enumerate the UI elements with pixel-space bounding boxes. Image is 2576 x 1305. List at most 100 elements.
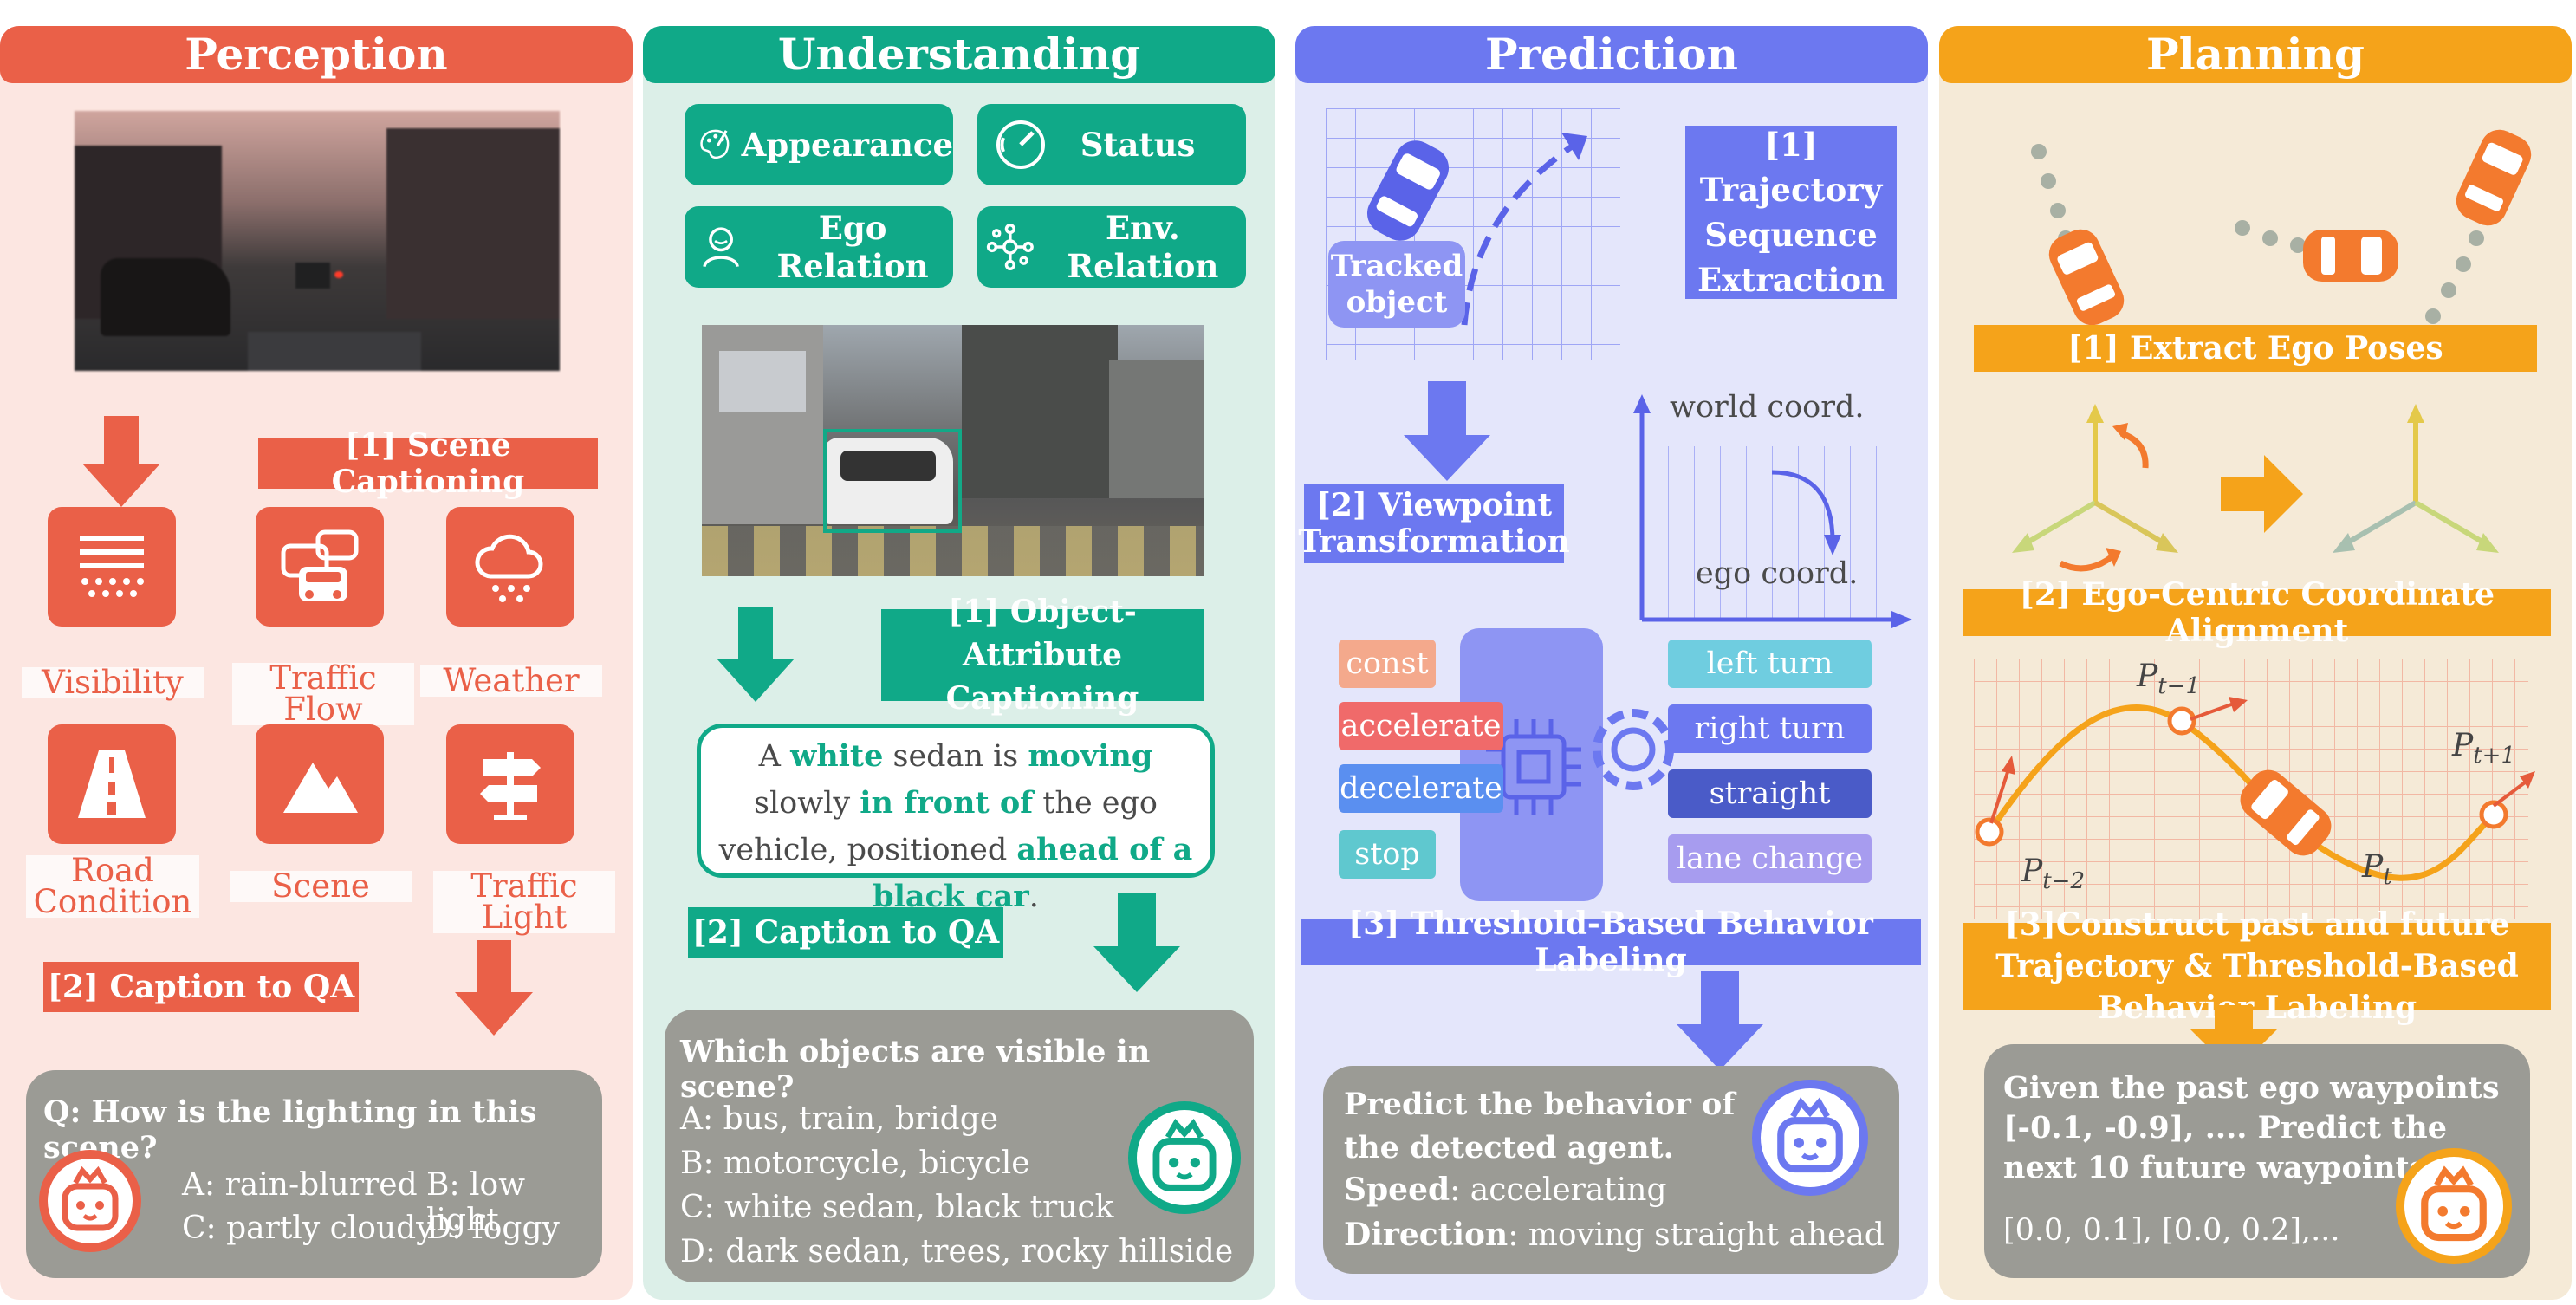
perception-arrow-1	[82, 416, 160, 507]
understanding-step1-label: [1] Object-Attribute Captioning	[881, 594, 1204, 717]
weather-icon	[475, 534, 543, 602]
planning-step2-label: [2] Ego-Centric Coordinate Alignment	[1963, 576, 2551, 649]
attribute-label-ego-relation: Ego Relation	[776, 209, 929, 285]
point-label-t-plus-1: Pt+1	[2452, 728, 2516, 769]
category-tile-scene[interactable]	[256, 724, 384, 844]
category-tile-visibility[interactable]	[48, 507, 176, 627]
category-label-scene: Scene	[230, 870, 412, 902]
understanding-step2-label: [2] Caption to QA	[688, 907, 1003, 958]
perception-title: Perception	[0, 26, 633, 83]
attribute-label-env-relation: Env. Relation	[1067, 209, 1219, 285]
prediction-qa-bubble: Predict the behavior of the detected age…	[1323, 1066, 1899, 1274]
caption-highlight-color: white	[790, 738, 884, 774]
understanding-arrow-1	[717, 607, 795, 702]
planning-question: Given the past ego waypoints [-0.1, -0.9…	[2003, 1070, 2500, 1185]
understanding-qa-bubble: Which objects are visible in scene? A: b…	[665, 1010, 1254, 1282]
traffic-flow-icon	[281, 529, 359, 601]
coordinate-grid	[1633, 394, 1912, 628]
planning-panel: Planning [1] Extract Ego Poses [2] Ego-C…	[1939, 26, 2572, 1300]
understanding-title: Understanding	[643, 26, 1275, 83]
prediction-panel: Prediction Tracked object [1] Trajectory…	[1295, 26, 1928, 1300]
point-label-t-minus-2: Pt−2	[2021, 854, 2086, 895]
understanding-arrow-2	[1093, 893, 1180, 992]
perception-option-c: C: partly cloudy	[182, 1211, 434, 1246]
understanding-option-d: D: dark sedan, trees, rocky hillside	[680, 1234, 1234, 1269]
robot-icon	[2396, 1148, 2512, 1264]
point-label-t: Pt	[2362, 849, 2392, 891]
palette-icon	[700, 129, 730, 159]
attribute-ego-relation[interactable]: Ego Relation	[685, 206, 953, 288]
world-coord-label: world coord.	[1670, 390, 1865, 425]
understanding-panel: Understanding Appearance Status Ego Rela…	[643, 26, 1275, 1300]
attribute-appearance[interactable]: Appearance	[685, 104, 953, 185]
perception-scene-photo	[75, 111, 560, 371]
perception-step2-label: [2] Caption to QA	[43, 962, 359, 1012]
gear-icon	[1593, 709, 1674, 790]
network-icon	[986, 224, 1034, 270]
visibility-icon	[80, 536, 144, 597]
understanding-question: Which objects are visible in scene?	[680, 1034, 1151, 1105]
perception-panel: Perception [1] Scene Captioning Visibili…	[0, 26, 633, 1300]
category-tile-traffic-flow[interactable]	[256, 507, 384, 627]
prediction-question: Predict the behavior of the detected age…	[1344, 1087, 1736, 1165]
attribute-status[interactable]: Status	[977, 104, 1246, 185]
ego-coord-label: ego coord.	[1696, 556, 1859, 591]
speed-label-const: const	[1339, 640, 1436, 688]
trajectory-grid	[1974, 659, 2535, 919]
prediction-arrow-1	[1404, 381, 1490, 481]
tracked-object-label: Tracked object	[1328, 241, 1465, 328]
understanding-option-a: A: bus, train, bridge	[680, 1101, 999, 1137]
planning-answer: [0.0, 0.1], [0.0, 0.2],...	[2003, 1213, 2340, 1248]
perception-step1-label: [1] Scene Captioning	[258, 427, 598, 500]
perception-option-d: D: foggy	[426, 1211, 560, 1246]
category-tile-weather[interactable]	[446, 507, 574, 627]
planning-step1-label: [1] Extract Ego Poses	[1974, 325, 2537, 372]
signpost-icon	[480, 752, 541, 820]
category-tile-traffic-light[interactable]	[446, 724, 574, 844]
attribute-label-appearance: Appearance	[741, 126, 953, 164]
person-icon	[703, 227, 739, 268]
direction-label-lane-change: lane change	[1668, 834, 1872, 883]
direction-label-left-turn: left turn	[1668, 640, 1872, 688]
perception-option-b: B: low light	[426, 1167, 526, 1238]
robot-icon	[39, 1150, 141, 1252]
perception-option-a: A: rain-blurred	[182, 1167, 418, 1203]
prediction-step2-label: [2] Viewpoint Transformation	[1298, 484, 1570, 563]
ego-poses-illustration	[2031, 129, 2532, 326]
planning-title: Planning	[1939, 26, 2572, 83]
planning-step3-label: [3]Construct past and future Trajectory …	[1963, 906, 2551, 1026]
speed-label-stop: stop	[1339, 830, 1436, 879]
robot-icon	[1128, 1101, 1241, 1214]
prediction-arrow-2	[1677, 971, 1763, 1070]
caption-highlight-status: moving	[1028, 738, 1153, 774]
direction-label-right-turn: right turn	[1668, 704, 1872, 753]
understanding-option-b: B: motorcycle, bicycle	[680, 1146, 1030, 1181]
category-label-road-condition: Road Condition	[26, 854, 199, 918]
prediction-direction-answer: Direction: moving straight ahead	[1344, 1217, 1885, 1253]
perception-qa-bubble: Q: How is the lighting in this scene? A:…	[26, 1070, 602, 1278]
planning-arrow	[2190, 1005, 2277, 1073]
understanding-caption-box: A white sedan is moving slowly in front …	[697, 724, 1215, 914]
point-label-t-minus-1: Pt−1	[2137, 659, 2201, 700]
understanding-street-photo	[702, 325, 1204, 576]
road-icon	[78, 750, 146, 818]
planning-qa-bubble: Given the past ego waypoints [-0.1, -0.9…	[1984, 1044, 2530, 1278]
speed-label-accelerate: accelerate	[1339, 702, 1503, 750]
category-label-traffic-light: Traffic Light	[433, 870, 615, 933]
understanding-option-c: C: white sedan, black truck	[680, 1190, 1114, 1225]
coordinate-alignment-illustration	[2012, 404, 2499, 572]
direction-label-straight: straight	[1668, 769, 1872, 818]
category-tile-road-condition[interactable]	[48, 724, 176, 844]
perception-question: Q: How is the lighting in this scene?	[43, 1094, 537, 1165]
attribute-env-relation[interactable]: Env. Relation	[977, 206, 1246, 288]
attribute-label-status: Status	[1080, 126, 1196, 164]
robot-icon	[1752, 1080, 1868, 1196]
category-label-traffic-flow: Traffic Flow	[232, 662, 414, 725]
perception-arrow-2	[455, 940, 533, 1036]
prediction-speed-answer: Speed: accelerating	[1344, 1172, 1667, 1208]
prediction-title: Prediction	[1295, 26, 1928, 83]
prediction-step1-label: [1] Trajectory Sequence Extraction	[1685, 126, 1897, 299]
speed-label-decelerate: decelerate	[1339, 764, 1503, 813]
caption-highlight-ego-relation: in front of	[860, 785, 1034, 821]
gauge-icon	[996, 120, 1045, 169]
